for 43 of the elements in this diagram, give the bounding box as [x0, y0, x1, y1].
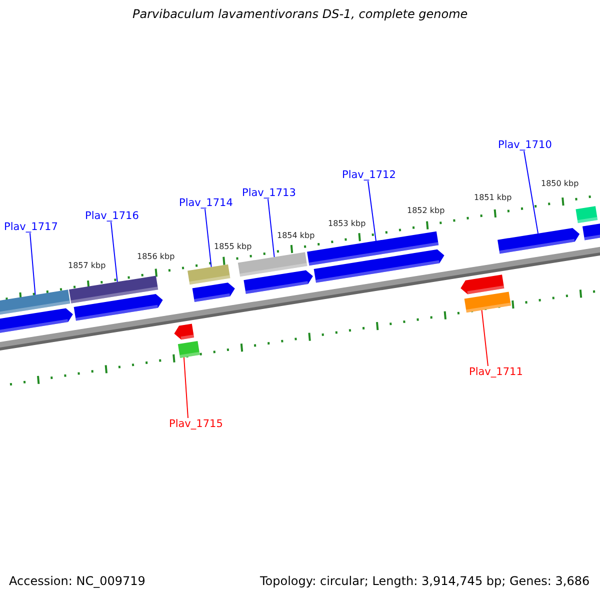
gene-feature: [464, 292, 511, 313]
gene-label: Plav_1717: [4, 221, 58, 234]
scale-label: 1850 kbp: [541, 179, 579, 188]
gene-label: Plav_1714: [179, 197, 233, 210]
leader-line: [204, 208, 212, 268]
gene-feature: [244, 270, 313, 294]
gene-feature: [0, 290, 70, 316]
gene-label: Plav_1711: [469, 366, 523, 378]
gene-feature: [174, 324, 194, 340]
scale-label: 1855 kbp: [214, 242, 252, 252]
scale-label: 1856 kbp: [137, 252, 175, 262]
gene-feature: [192, 282, 235, 302]
gene-feature: [460, 274, 504, 294]
gene-feature: [498, 228, 580, 254]
footer-text: Topology: circular; Length: 3,914,745 bp; Genes: 3,686: [260, 575, 590, 589]
leader-line: [183, 356, 188, 418]
gene-feature: [74, 294, 163, 321]
leader-line: [368, 180, 376, 242]
gene-feature: [576, 206, 598, 224]
gene-label: Plav_1712: [342, 169, 396, 182]
leader-line: [524, 150, 539, 234]
gene-label: Plav_1713: [242, 187, 296, 200]
scale-label: 1851 kbp: [474, 193, 512, 202]
gene-feature: [0, 308, 73, 334]
gene-feature: [314, 249, 444, 283]
leader-line: [110, 222, 118, 282]
gene-label: Plav_1716: [85, 210, 139, 222]
gene-feature: [238, 252, 308, 277]
gene-label: Plav_1715: [169, 418, 223, 430]
gene-feature: [178, 341, 200, 358]
gene-feature: [188, 264, 230, 285]
leader-line: [30, 232, 36, 296]
title: Parvibaculum lavamentivorans DS-1, complete genome: [132, 8, 468, 22]
scale-label: 1854 kbp: [277, 231, 315, 240]
gene-label: Plav_1710: [498, 139, 552, 152]
leader-line: [481, 310, 488, 366]
gene-feature: [582, 223, 600, 240]
gene-feature: [69, 276, 158, 304]
scale-label: 1852 kbp: [407, 206, 445, 216]
leader-line: [268, 198, 275, 258]
scale-label: 1853 kbp: [328, 219, 366, 228]
footer-text: Accession: NC_009719: [9, 575, 146, 589]
scale-label: 1857 kbp: [68, 261, 106, 270]
